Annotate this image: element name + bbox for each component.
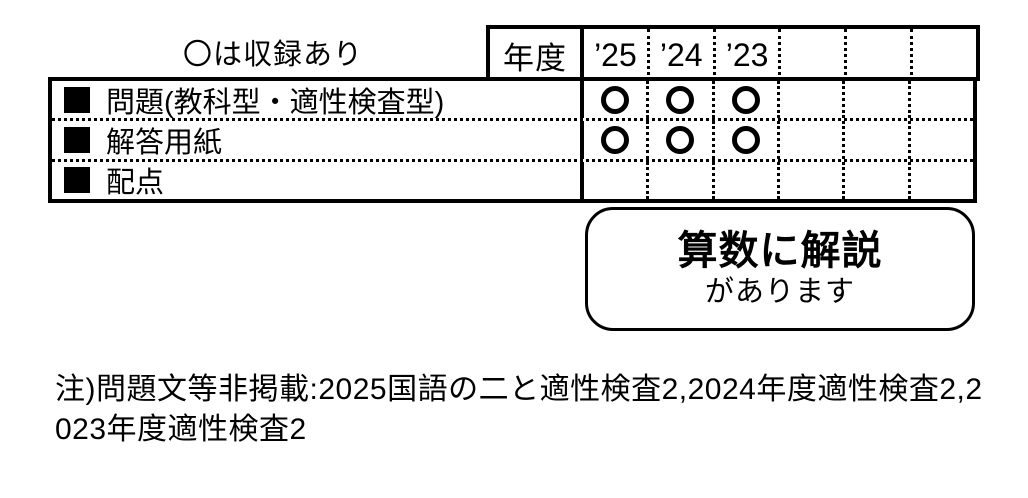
year-header-label: 年度 [490,29,584,81]
row-label-text: 問題(教科型・適性検査型) [106,86,445,119]
mark-cell-empty [646,161,711,199]
year-column-empty [910,29,976,81]
mark-cell-empty [776,121,842,159]
circle-icon [601,85,630,114]
mark-cell-included [646,81,711,119]
mark-cell-empty [842,81,907,119]
mark-cell-included [711,121,777,159]
mark-cell-included [711,81,777,119]
year-column-empty [844,29,910,81]
mark-cell-included [646,121,711,159]
circle-icon [731,125,760,154]
circle-icon [731,85,760,114]
black-square-icon [64,126,90,153]
mark-cell-empty [907,81,973,119]
year-column-24: ’24 [646,29,713,81]
year-column-25: ’25 [594,36,637,73]
mark-cell-empty [907,121,973,159]
mark-cell-included [580,81,646,119]
table-row: 問題(教科型・適性検査型) [52,81,973,122]
row-label-text: 配点 [106,167,165,199]
mark-cell-empty [842,161,907,199]
year-column-23: ’23 [712,29,779,81]
circle-icon [666,85,695,114]
row-label: 解答用紙 [52,121,580,159]
mark-cell-empty [776,81,842,119]
year-column-empty [778,29,844,81]
year-columns: ’25’24’23 [584,29,976,81]
row-label: 配点 [52,162,580,199]
black-square-icon [64,167,90,194]
black-square-icon [64,86,90,113]
row-label: 問題(教科型・適性検査型) [52,81,580,118]
mark-cell-included [580,121,646,159]
callout-box: 算数に解説 があります [585,207,975,331]
footnote-text: 注)問題文等非掲載:2025国語の二と適性検査2,2024年度適性検査2,202… [55,373,983,446]
callout-subtitle: があります [704,275,855,308]
inclusion-table: 問題(教科型・適性検査型) 解答用紙配点 [48,77,977,203]
mark-cell-empty [907,161,973,199]
circle-icon [601,125,630,154]
mark-cell-empty [842,121,907,159]
table-row: 解答用紙 [52,121,973,162]
legend-text: 〇は収録あり [183,39,364,71]
table-row: 配点 [52,161,973,199]
row-label-text: 解答用紙 [106,127,223,159]
circle-icon [666,125,695,154]
mark-cell-empty [711,161,777,199]
year-header-row: 年度 ’25’24’23 [486,25,980,81]
callout-title: 算数に解説 [677,228,883,273]
mark-cell-empty [580,161,646,199]
mark-cell-empty [776,161,842,199]
